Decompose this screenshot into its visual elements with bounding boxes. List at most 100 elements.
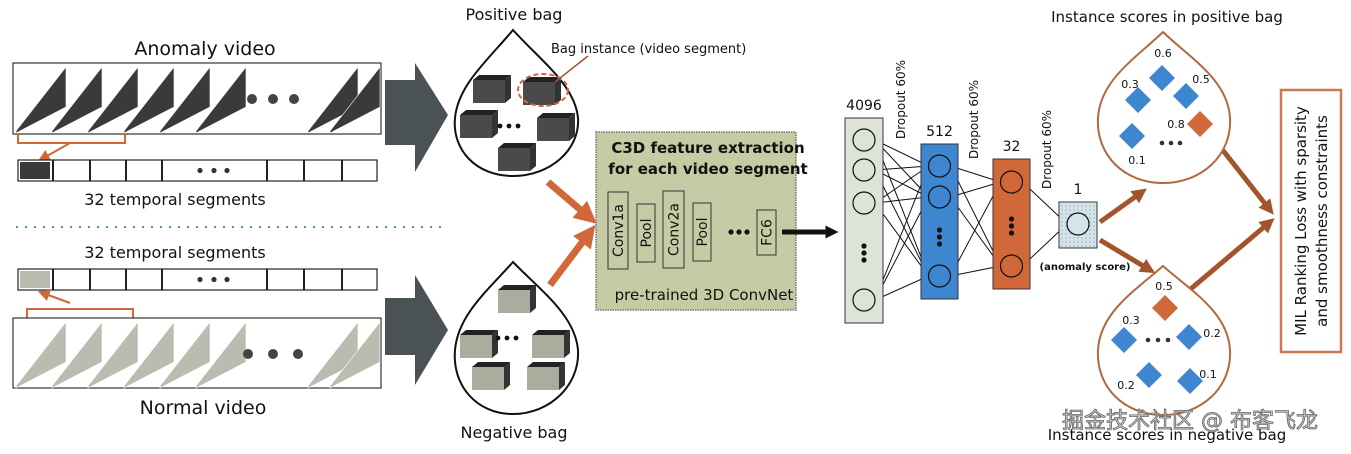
video-frame xyxy=(159,66,211,134)
network-edge xyxy=(874,165,929,171)
bag-instance-pointer xyxy=(554,55,589,83)
video-segment-cube xyxy=(532,330,570,358)
ellipsis-icon xyxy=(243,349,303,359)
network-edge xyxy=(874,139,929,167)
ellipsis-dot xyxy=(861,250,867,256)
negative-max-to-loss-arrow xyxy=(1178,218,1275,300)
c3d-layer-pool: Pool xyxy=(692,202,712,262)
negative-score-instances: 0.5 0.3 0.2 0.2 0.1 xyxy=(1111,280,1221,394)
network-edge xyxy=(950,181,1001,277)
ellipsis-dot xyxy=(197,167,203,174)
score-instance: 0.2 xyxy=(1176,324,1221,350)
anomaly-video-strip xyxy=(12,62,382,135)
ellipsis-dot xyxy=(1008,223,1015,229)
score-instance: 0.2 xyxy=(1117,362,1162,392)
score-instance-diamond xyxy=(1111,327,1137,353)
neuron xyxy=(852,128,876,152)
network-layer-512: 512 xyxy=(920,124,959,300)
network-layer-1: 1 xyxy=(1058,182,1098,249)
score-instance-diamond xyxy=(1177,368,1203,394)
bag-instance-annotation: Bag instance (video segment) xyxy=(551,42,746,57)
video-segment-cube xyxy=(537,113,575,141)
network-edge xyxy=(950,181,1001,198)
score-to-negative-arrow xyxy=(1098,237,1156,274)
dropout-label: Dropout 60% xyxy=(967,80,981,159)
network-edge xyxy=(874,165,929,204)
video-frame xyxy=(51,66,103,134)
ellipsis-dot xyxy=(515,123,521,129)
neuron xyxy=(852,288,876,312)
score-instance-diamond xyxy=(1125,87,1151,113)
network-edge xyxy=(874,169,929,277)
video-frame xyxy=(329,321,381,389)
video-segment-cube xyxy=(472,362,510,390)
neuron xyxy=(999,170,1024,194)
score-value: 0.2 xyxy=(1203,327,1221,340)
score-to-positive-arrow xyxy=(1098,188,1147,225)
video-frame xyxy=(123,66,175,134)
segment-thumbnail xyxy=(20,162,50,179)
video-frame xyxy=(195,66,247,134)
neuron xyxy=(852,158,876,182)
score-instance-diamond xyxy=(1136,362,1162,388)
segment-thumbnail xyxy=(20,271,50,288)
score-instance-diamond xyxy=(1176,324,1202,350)
segment-pointer-arrow xyxy=(37,142,71,162)
ellipsis-dot xyxy=(936,227,943,233)
video-segment-cube xyxy=(460,330,498,358)
score-instance: 0.3 xyxy=(1111,314,1140,353)
score-instance: 0.1 xyxy=(1177,368,1217,394)
video-segment-cube xyxy=(498,143,536,171)
dark-arrow-normal-icon xyxy=(385,275,448,385)
network-edge xyxy=(874,196,929,204)
layer-units-label: 1 xyxy=(1074,182,1083,198)
ellipsis-dot xyxy=(936,234,943,240)
ellipsis-icon xyxy=(247,94,299,104)
neuron xyxy=(852,191,876,215)
score-instance-diamond xyxy=(1119,123,1145,149)
loss-line1: MIL Ranking Loss with sparsity xyxy=(1292,106,1310,336)
anomaly-segments-label: 32 temporal segments xyxy=(84,190,266,209)
score-value: 0.8 xyxy=(1167,118,1185,131)
neuron xyxy=(927,154,952,178)
network-layer-4096: 4096 xyxy=(844,98,884,324)
ellipsis-dot xyxy=(861,243,867,249)
negative-to-c3d-arrow xyxy=(547,224,596,288)
score-instance-diamond xyxy=(1187,111,1213,137)
ellipsis-dot xyxy=(224,167,230,174)
normal-video-strip xyxy=(12,317,382,389)
positive-scores-title: Instance scores in positive bag xyxy=(1051,8,1283,26)
segment-pointer-arrow-normal xyxy=(37,289,71,304)
neuron xyxy=(927,185,952,209)
network-edge xyxy=(950,196,1001,267)
score-instance: 0.1 xyxy=(1119,123,1146,167)
negative-bag-instances xyxy=(460,285,570,390)
anomaly-score-label: (anomaly score) xyxy=(1040,262,1131,273)
video-frame xyxy=(15,66,67,134)
video-segment-cube xyxy=(523,77,561,105)
segment-bracket-anomaly xyxy=(17,134,126,144)
network-edge xyxy=(874,165,929,301)
score-value: 0.5 xyxy=(1192,73,1210,86)
score-instance: 0.6 xyxy=(1149,47,1175,91)
bag-instance-highlight xyxy=(517,73,569,107)
normal-video-frames xyxy=(15,321,381,389)
network-edge xyxy=(950,165,1001,267)
ellipsis-dot xyxy=(1165,337,1171,343)
mil-loss-box: MIL Ranking Loss with sparsity and smoot… xyxy=(1279,88,1343,354)
score-instance-diamond xyxy=(1152,295,1178,321)
normal-segments-label: 32 temporal segments xyxy=(84,243,266,262)
layer-units-label: 4096 xyxy=(846,98,882,114)
dark-arrow-anomaly-icon xyxy=(385,63,448,172)
video-segment-cube xyxy=(473,75,511,103)
ellipsis-dot xyxy=(497,123,503,129)
anomaly-video-label: Anomaly video xyxy=(134,38,275,60)
c3d-footer: pre-trained 3D ConvNet xyxy=(615,286,794,304)
video-frame xyxy=(87,66,139,134)
c3d-title-line2: for each video segment xyxy=(608,160,807,178)
score-value: 0.5 xyxy=(1155,280,1173,293)
score-instance-diamond xyxy=(1149,65,1175,91)
